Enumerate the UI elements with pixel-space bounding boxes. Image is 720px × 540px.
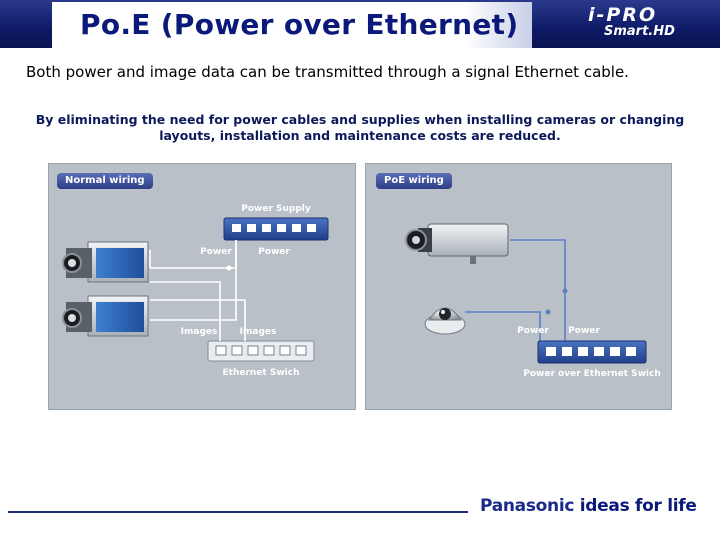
title-box: Po.E (Power over Ethernet)	[52, 2, 532, 48]
footer-divider	[8, 511, 468, 513]
poe-cables	[465, 239, 566, 342]
poe-switch-label: Power over Ethernet Swich	[523, 369, 660, 379]
smarthd-logo: Smart.HD	[604, 24, 675, 39]
brand-name: Panasonic	[480, 496, 575, 516]
box-camera-icon	[405, 223, 509, 264]
ethernet-switch-icon	[207, 340, 315, 362]
box-camera-icon	[62, 241, 149, 283]
ethernet-switch-label: Ethernet Swich	[223, 368, 300, 378]
normal-cables	[149, 240, 246, 341]
description-line-2: layouts, installation and maintenance co…	[159, 128, 561, 143]
panasonic-logo: Panasonic ideas for life	[480, 496, 697, 516]
images-label-b: Images	[240, 327, 277, 337]
ethernet-switch-icon	[537, 340, 647, 364]
description: By eliminating the need for power cables…	[20, 112, 700, 144]
brand-tagline: ideas for life	[579, 496, 697, 516]
header-bar: Po.E (Power over Ethernet) i-PRO Smart.H…	[0, 0, 720, 48]
normal-wiring-panel	[48, 163, 356, 410]
power-supply-icon	[223, 217, 329, 241]
poe-wiring-tag: PoE wiring	[376, 173, 452, 189]
box-camera-icon	[62, 295, 149, 337]
images-label-a: Images	[181, 327, 218, 337]
dome-camera-icon	[424, 307, 466, 335]
subtitle: Both power and image data can be transmi…	[26, 63, 629, 81]
power-label-right-b: Power	[568, 326, 600, 336]
power-label-right-a: Power	[517, 326, 549, 336]
normal-wiring-tag: Normal wiring	[57, 173, 153, 189]
power-label-left-a: Power	[200, 247, 232, 257]
power-label-left-b: Power	[258, 247, 290, 257]
power-supply-label: Power Supply	[241, 204, 311, 214]
description-line-1: By eliminating the need for power cables…	[35, 112, 685, 127]
page-title: Po.E (Power over Ethernet)	[80, 8, 519, 41]
poe-wiring-panel	[365, 163, 672, 410]
ipro-logo: i-PRO	[588, 4, 658, 26]
